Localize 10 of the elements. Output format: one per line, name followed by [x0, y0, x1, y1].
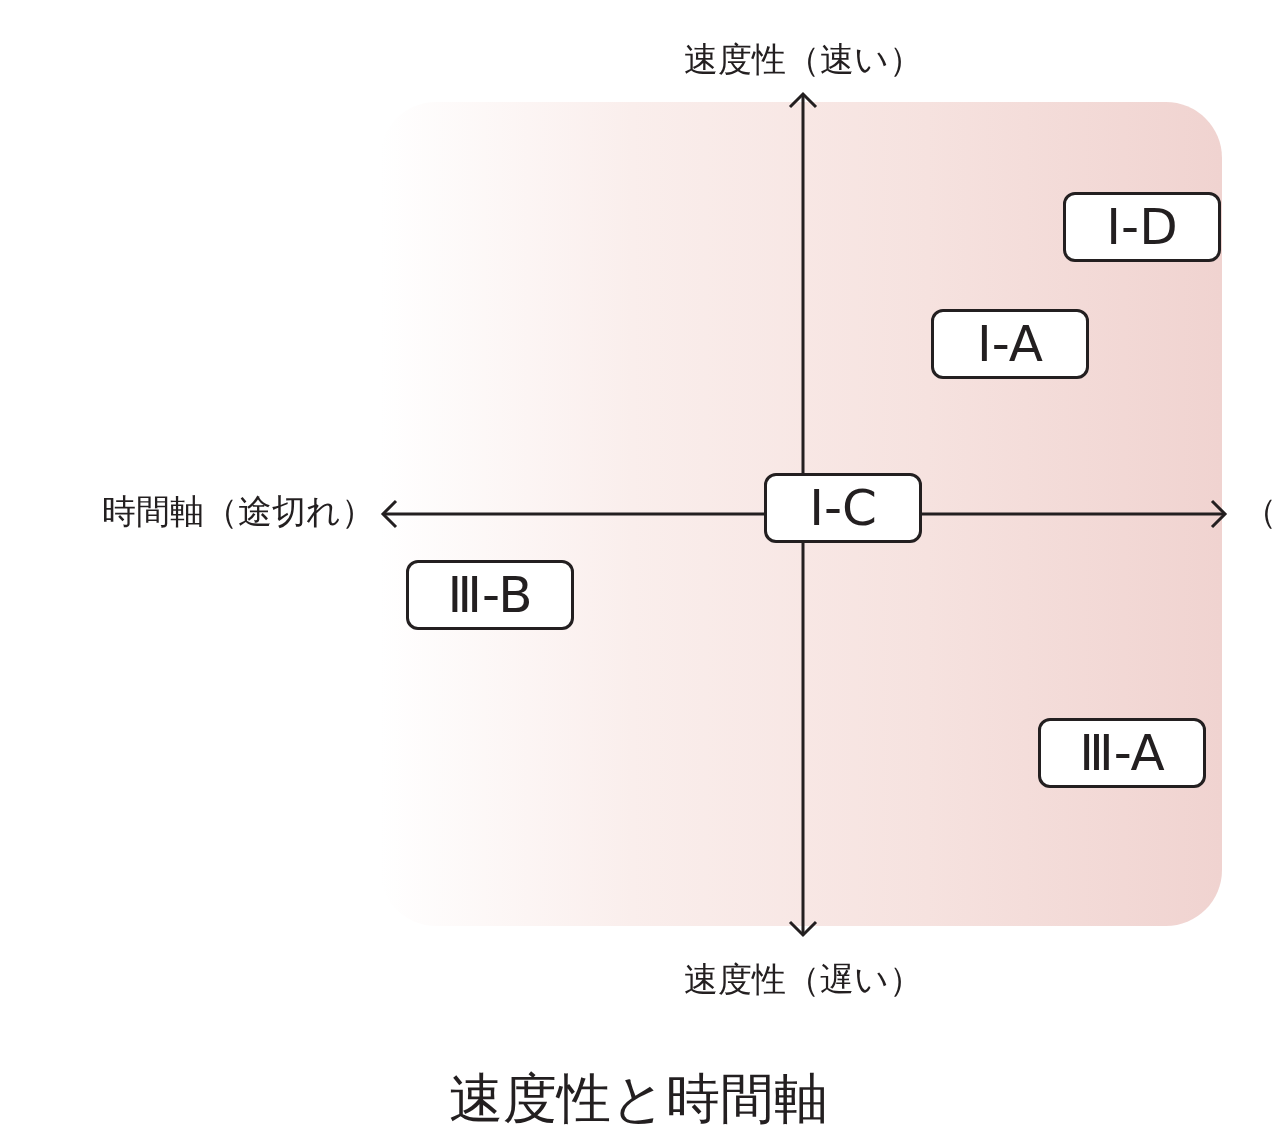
axis-label: 時間軸（途切れ）	[102, 494, 375, 528]
category-box: Ⅲ-B	[406, 560, 574, 630]
category-box: Ⅰ-D	[1063, 192, 1221, 262]
category-box: Ⅰ-A	[931, 309, 1089, 379]
axis-label: 速度性（遅い）	[683, 962, 923, 996]
diagram-title: 速度性と時間軸	[447, 1072, 829, 1126]
category-box: Ⅲ-A	[1038, 718, 1206, 788]
axis-label: （	[1243, 494, 1276, 528]
category-box: Ⅰ-C	[764, 473, 922, 543]
axis-label: 速度性（速い）	[683, 42, 923, 76]
